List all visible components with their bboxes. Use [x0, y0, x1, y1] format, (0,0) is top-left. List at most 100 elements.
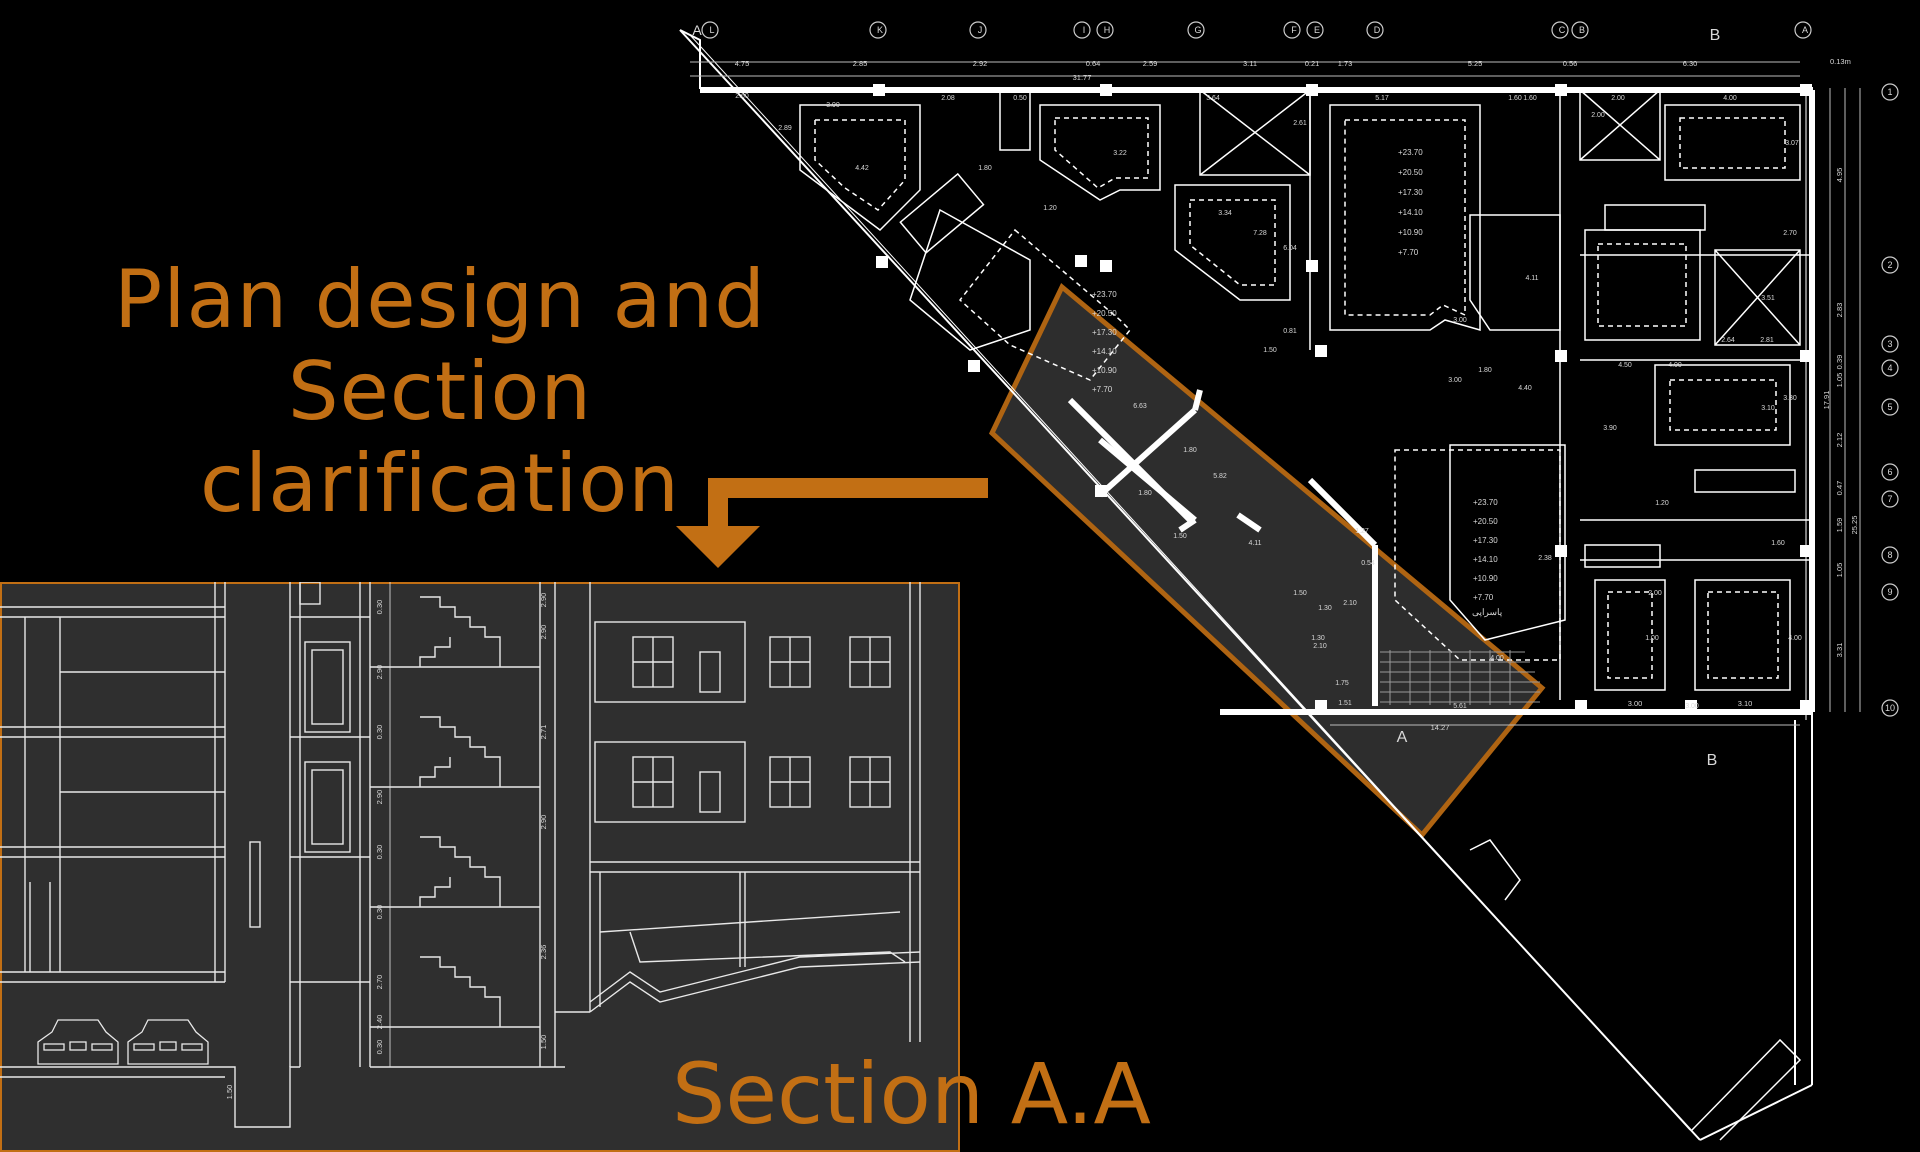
room-dimension: 3.00: [1448, 377, 1462, 384]
plan-grid-bubbles-right: [1881, 83, 1899, 717]
level-marker: +23.70: [1398, 148, 1423, 157]
room-dimension: 1.30: [1318, 605, 1332, 612]
grid-label-top: C: [1559, 25, 1566, 35]
room-dimension: 1.00: [1645, 635, 1659, 642]
grid-label-right: 10: [1885, 703, 1895, 713]
room-dimension: 3.00: [1685, 703, 1699, 710]
grid-label-right: 9: [1887, 587, 1892, 597]
level-marker: +7.70: [1092, 385, 1113, 394]
grid-label-right: 2: [1887, 260, 1892, 270]
level-marker: +23.70: [1092, 290, 1117, 299]
level-marker: +14.10: [1092, 347, 1117, 356]
right-dimension: 2.83: [1835, 303, 1844, 318]
scale-note: 0.13m: [1830, 57, 1851, 66]
grid-label-right: 1: [1887, 87, 1892, 97]
room-dimension: 3.90: [826, 102, 840, 109]
right-dimension: 1.59: [1835, 518, 1844, 533]
room-dimension: 1.20: [1655, 500, 1669, 507]
room-dimension: 3.90: [1603, 425, 1617, 432]
level-marker: +10.90: [1398, 228, 1423, 237]
section-height-dimension: 2.40: [375, 1015, 384, 1030]
room-dimension: 3.22: [1113, 150, 1127, 157]
grid-label-top: K: [877, 25, 883, 35]
section-height-dimension: 0.30: [375, 600, 384, 615]
car-silhouettes: [37, 1019, 209, 1065]
plan-grid-bubbles-top: [701, 21, 1812, 39]
section-height-dimension: 0.30: [375, 905, 384, 920]
top-dimension: 0.21: [1305, 59, 1320, 68]
room-dimension: 1.50: [1293, 590, 1307, 597]
grid-label-top: A: [1802, 25, 1808, 35]
top-dimension: 0.64: [1086, 59, 1101, 68]
top-dimension: 6.30: [1683, 59, 1698, 68]
room-dimension: 1.50: [1173, 533, 1187, 540]
grid-label-top: D: [1374, 25, 1381, 35]
room-dimension: 2.10: [1313, 643, 1327, 650]
room-dimension: 3.64: [1206, 95, 1220, 102]
room-dimension: 1.50: [1263, 347, 1277, 354]
room-dimension: 5.61: [1453, 703, 1467, 710]
section-mark-a-bottom: A: [1397, 729, 1408, 746]
grid-label-top: I: [1083, 25, 1086, 35]
section-height-dimension: 2.90: [539, 625, 548, 640]
grid-label-right: 4: [1887, 363, 1892, 373]
level-marker: +17.30: [1473, 536, 1498, 545]
level-marker: +20.50: [1473, 517, 1498, 526]
level-marker: +20.50: [1092, 309, 1117, 318]
grid-label-top: F: [1291, 25, 1297, 35]
room-dimension: 1.20: [1043, 205, 1057, 212]
room-dimension: 6.63: [1133, 403, 1147, 410]
room-dimension: 3.07: [1785, 140, 1799, 147]
room-dimension: 2.00: [1648, 590, 1662, 597]
headline-line-1: Plan design and: [114, 253, 766, 346]
room-dimension: 2.00: [1611, 95, 1625, 102]
top-dimension: 2.92: [973, 59, 988, 68]
top-dimension: 0.56: [1563, 59, 1578, 68]
room-dimension: 4.42: [855, 165, 869, 172]
section-dimension-labels: 2.900.302.900.302.900.302.710.302.700.30…: [225, 593, 548, 1100]
plan-rooms: [799, 89, 1812, 700]
overall-depth-dimension: 17.91: [1822, 391, 1831, 410]
room-dimension: 4.11: [1248, 540, 1261, 547]
room-dimension: 2.81: [1760, 337, 1774, 344]
room-dimension: 1.80: [1183, 447, 1197, 454]
top-dimension: 3.11: [1243, 59, 1257, 68]
plan-walls: [700, 87, 1815, 715]
overall-width-dimension: 31.77: [1073, 73, 1092, 82]
level-marker: +14.10: [1473, 555, 1498, 564]
room-dimension: 2.00: [1591, 112, 1605, 119]
top-dimension: 2.59: [1143, 59, 1158, 68]
room-dimension: 1.30: [1311, 635, 1325, 642]
room-dimension: 2.70: [1783, 230, 1797, 237]
room-dimension: 4.11: [1525, 275, 1538, 282]
room-dimension: 3.10: [1761, 405, 1775, 412]
grid-label-right: 5: [1887, 402, 1892, 412]
section-aa-drawing: 2.900.302.900.302.900.302.710.302.700.30…: [0, 582, 960, 1152]
section-height-dimension: 2.70: [375, 975, 384, 990]
arrow-head-icon: [676, 526, 760, 568]
top-dimension: 4.75: [735, 59, 750, 68]
room-dimension: 2.10: [1343, 600, 1357, 607]
grid-label-top: B: [1579, 25, 1585, 35]
right-dimension: 1.05: [1835, 373, 1844, 388]
section-height-dimension: 2.90: [375, 665, 384, 680]
level-marker: +7.70: [1398, 248, 1419, 257]
room-dimension: 0.54: [1361, 560, 1375, 567]
room-dimension: 1.75: [1335, 680, 1349, 687]
room-dimension: 3.34: [1218, 210, 1232, 217]
section-height-dimension: 2.90: [375, 790, 384, 805]
right-dimension: 1.05: [1835, 563, 1844, 578]
room-dimension: 4.00: [1788, 635, 1802, 642]
grid-label-top: J: [978, 25, 983, 35]
room-dimension: 2.60: [735, 93, 749, 100]
right-dimension: 0.39: [1835, 355, 1844, 370]
section-cut-highlight: [988, 283, 1546, 839]
level-marker: +7.70: [1473, 593, 1494, 602]
bottom-dimension: 3.00: [1628, 699, 1643, 708]
room-dimension: 1.60: [1771, 540, 1785, 547]
plan-stair-hatch: [1380, 650, 1540, 705]
grid-label-top: L: [709, 25, 714, 35]
